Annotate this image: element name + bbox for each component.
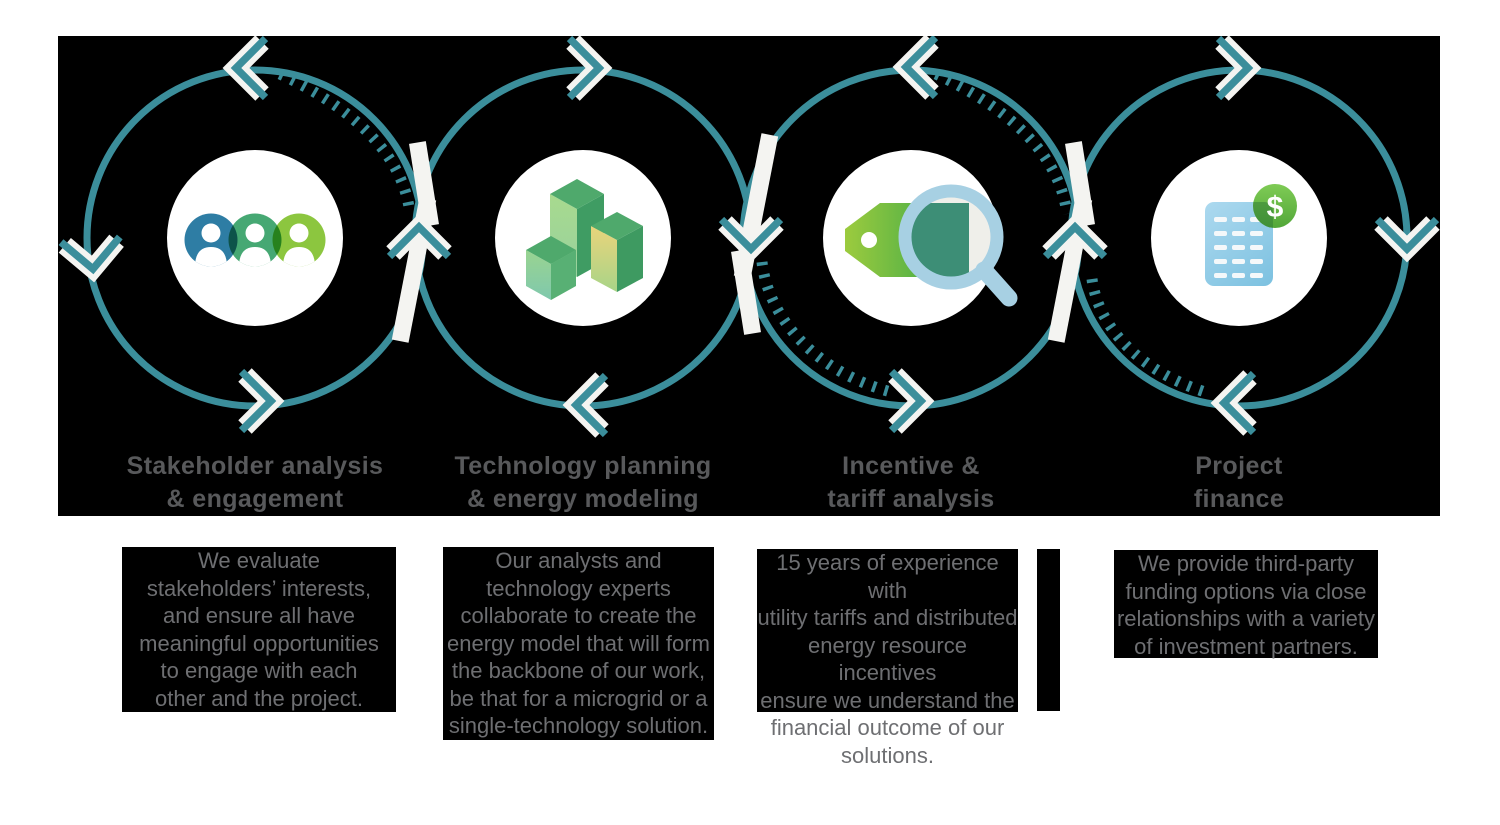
- arrow-intersection-2-down: [722, 133, 781, 335]
- people-icon: [184, 213, 326, 267]
- arrow-circle1-left-down: [61, 237, 122, 272]
- magnifier-handle: [975, 261, 1018, 307]
- right-block: [591, 212, 643, 292]
- step-title-finance: Project finance: [1193, 452, 1285, 513]
- arrow-circle3-bottom-right: [892, 372, 922, 431]
- step-title-stakeholder: Stakeholder analysis & engagement: [126, 452, 384, 513]
- step-title-technology: Technology planning & energy modeling: [454, 452, 712, 513]
- step-description-finance: We provide third-party funding options v…: [1114, 550, 1378, 659]
- dotted-arc-group: [277, 69, 1210, 399]
- magnifier-ring: [898, 184, 1004, 290]
- diagram-panel: $ Stakeholder analysis & engagement Tech…: [58, 36, 1440, 516]
- dotted-arc-circle4-bottom: [1086, 278, 1210, 399]
- arrow-circle1-bottom-right: [242, 372, 272, 431]
- step-description-technology: Our analysts and technology experts coll…: [443, 547, 714, 740]
- tag-hole: [861, 232, 877, 248]
- step-description-stakeholder: We evaluate stakeholders’ interests, and…: [122, 547, 396, 712]
- dollar-sign: $: [1267, 191, 1284, 224]
- energy-model-buildings-icon: [526, 179, 643, 300]
- panel-sliver: [1037, 549, 1060, 711]
- step-description-incentive: 15 years of experience with utility tari…: [757, 549, 1018, 768]
- arrow-intersection-1-up: [390, 141, 449, 343]
- spreadsheet-rows: [1214, 217, 1263, 278]
- front-left-block: [526, 236, 576, 300]
- price-tag-magnifier-icon: [845, 184, 1018, 307]
- process-diagram: $: [58, 36, 1440, 516]
- arrow-intersection-3-up: [1046, 141, 1105, 343]
- dotted-arc-circle3-top: [933, 69, 1073, 215]
- dotted-arc-circle1: [277, 69, 416, 215]
- spreadsheet-dollar-icon: $: [1205, 184, 1297, 286]
- step-title-incentive: Incentive & tariff analysis: [827, 452, 995, 513]
- dotted-arc-circle3-bottom: [756, 261, 893, 398]
